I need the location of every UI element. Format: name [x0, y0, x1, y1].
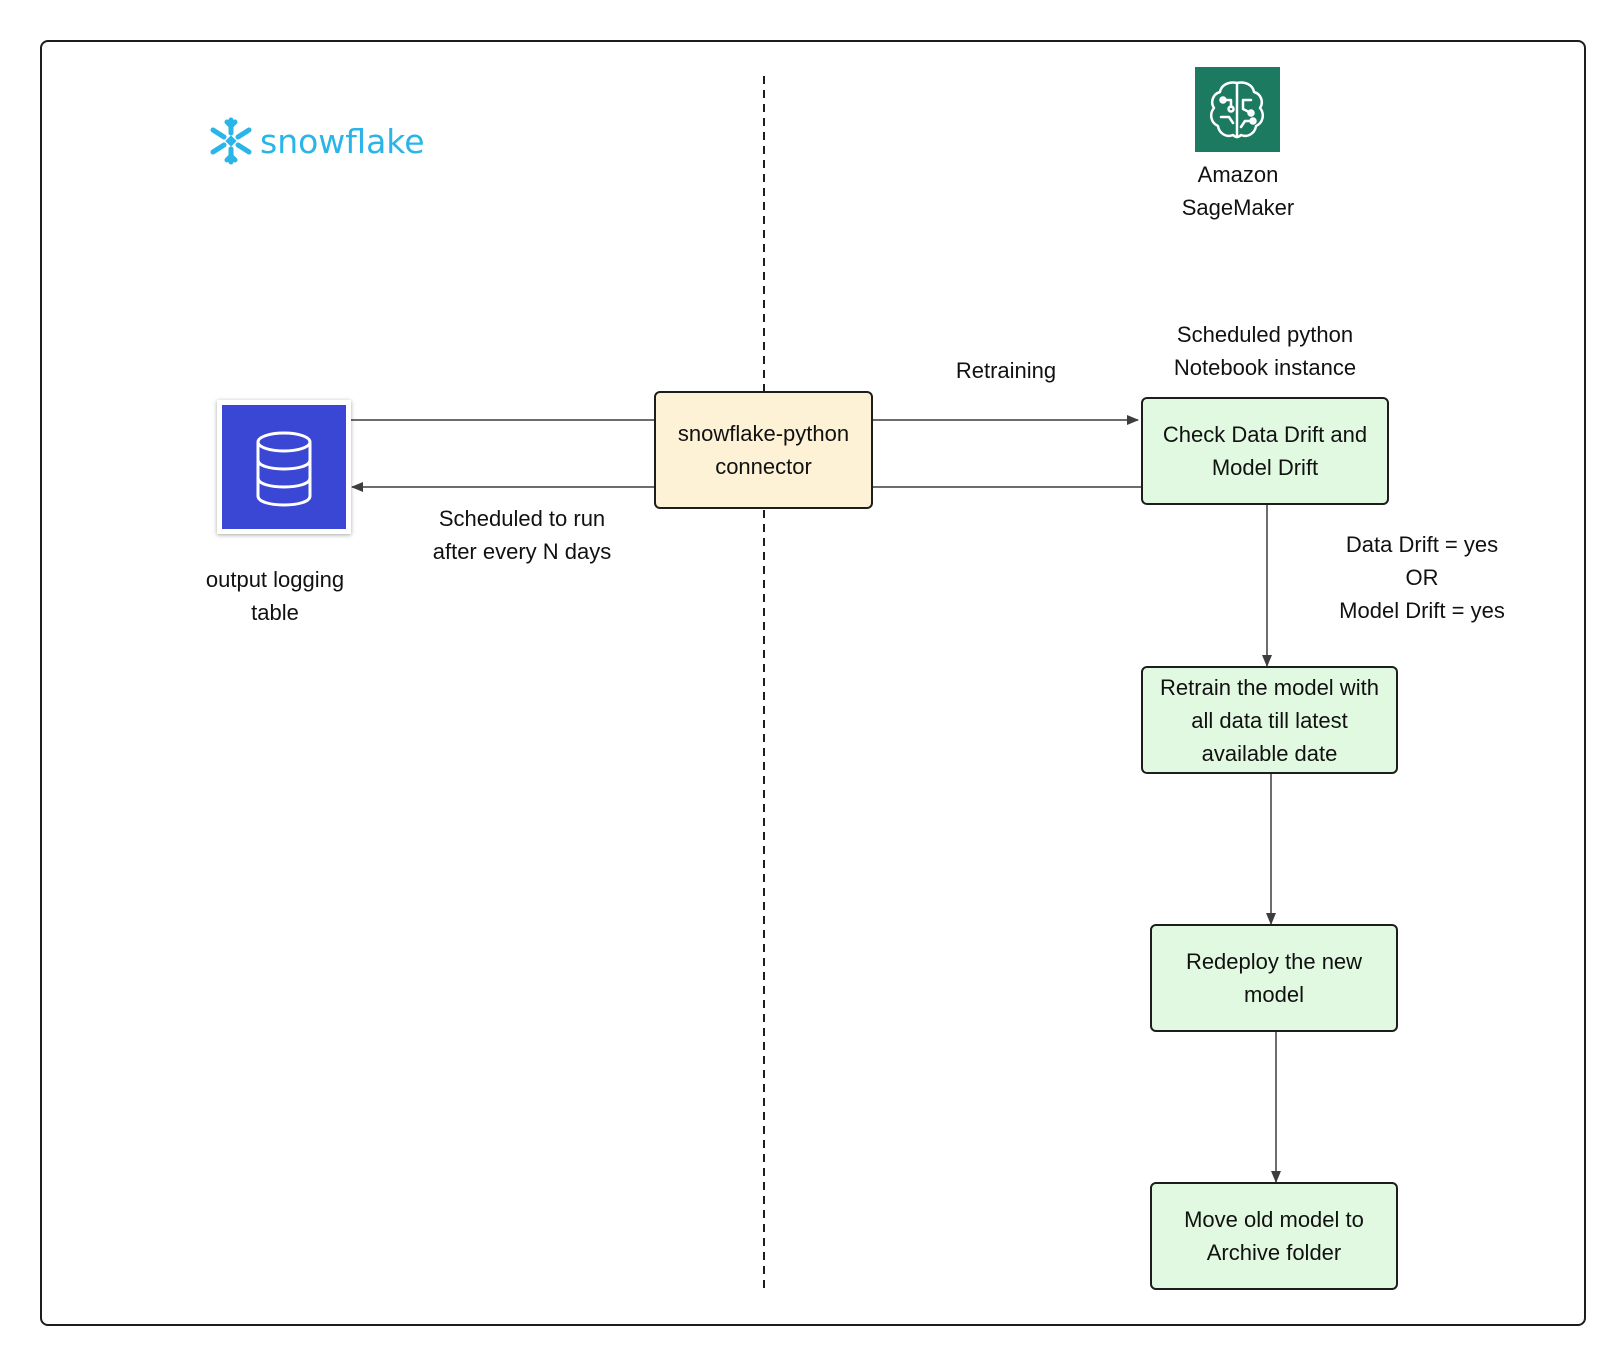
drift-condition-annotation: Data Drift = yes OR Model Drift = yes [1339, 532, 1505, 623]
connector-label: snowflake-python connector [677, 421, 850, 479]
redeploy-node: Redeploy the new model [1150, 924, 1398, 1032]
check-drift-node: Check Data Drift and Model Drift [1141, 397, 1389, 505]
retrain-label: Retrain the model with all data till lat… [1160, 674, 1379, 766]
database-icon [256, 431, 312, 507]
logging-table-label: output logging table [205, 567, 345, 625]
retrain-node: Retrain the model with all data till lat… [1141, 666, 1398, 774]
notebook-annotation: Scheduled python Notebook instance [1173, 322, 1357, 380]
sagemaker-label: Amazon SageMaker [1181, 162, 1295, 220]
retraining-annotation: Retraining [955, 358, 1057, 383]
diagram-frame [40, 40, 1586, 1326]
schedule-annotation: Scheduled to run after every N days [432, 506, 612, 564]
snowflake-icon [210, 117, 252, 165]
snowflake-wordmark: snowflake [260, 121, 425, 161]
check-drift-label: Check Data Drift and Model Drift [1162, 422, 1368, 480]
sagemaker-logo [1195, 67, 1280, 152]
database-tile [222, 405, 346, 529]
connector-node: snowflake-python connector [654, 391, 873, 509]
snowflake-logo: snowflake [206, 114, 425, 168]
archive-node: Move old model to Archive folder [1150, 1182, 1398, 1290]
logging-table-node [217, 400, 351, 534]
brain-icon [1209, 81, 1265, 139]
archive-label: Move old model to Archive folder [1184, 1207, 1364, 1265]
redeploy-label: Redeploy the new model [1185, 949, 1363, 1007]
